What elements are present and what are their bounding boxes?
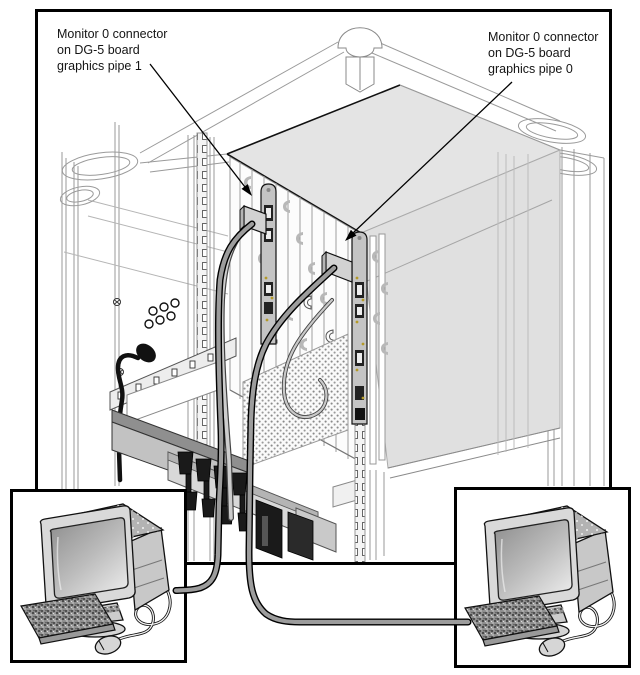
callout-pipe0-line2: on DG-5 board [488,46,571,60]
cables [172,220,472,626]
cable-clamp-bar [167,451,337,561]
rack-top-cap [337,27,383,93]
perforated-panel [242,333,349,469]
monitor-cable-pipe1 [172,220,256,594]
callout-pipe1-line3: graphics pipe 1 [57,59,142,73]
monitor-cable-pipe0 [245,264,472,626]
cable-clamps [177,451,314,561]
callout-pipe0-line3: graphics pipe 0 [488,62,573,76]
left-handle-cutout [59,151,139,207]
arrowhead-pipe1 [241,184,252,196]
shelf-bracket [332,479,358,508]
callout-leaders [149,63,513,241]
callout-pipe1-line2: on DG-5 board [57,43,140,57]
callout-graphics-pipe-1: Monitor 0 connector on DG-5 board graphi… [57,26,167,74]
rack-frame [59,27,611,562]
connector-holes [144,298,180,329]
mounting-rail-left [196,132,208,484]
dg5-board-pipe1 [239,183,277,345]
figure-border [35,9,612,565]
internal-cable-loop [281,298,334,420]
callout-graphics-pipe-0: Monitor 0 connector on DG-5 board graphi… [488,29,598,77]
dg5-board-pipe0 [321,231,368,425]
arrowhead-pipe0 [345,229,357,241]
callout-pipe0-line1: Monitor 0 connector [488,30,599,44]
callout-pipe1-line1: Monitor 0 connector [57,27,168,41]
